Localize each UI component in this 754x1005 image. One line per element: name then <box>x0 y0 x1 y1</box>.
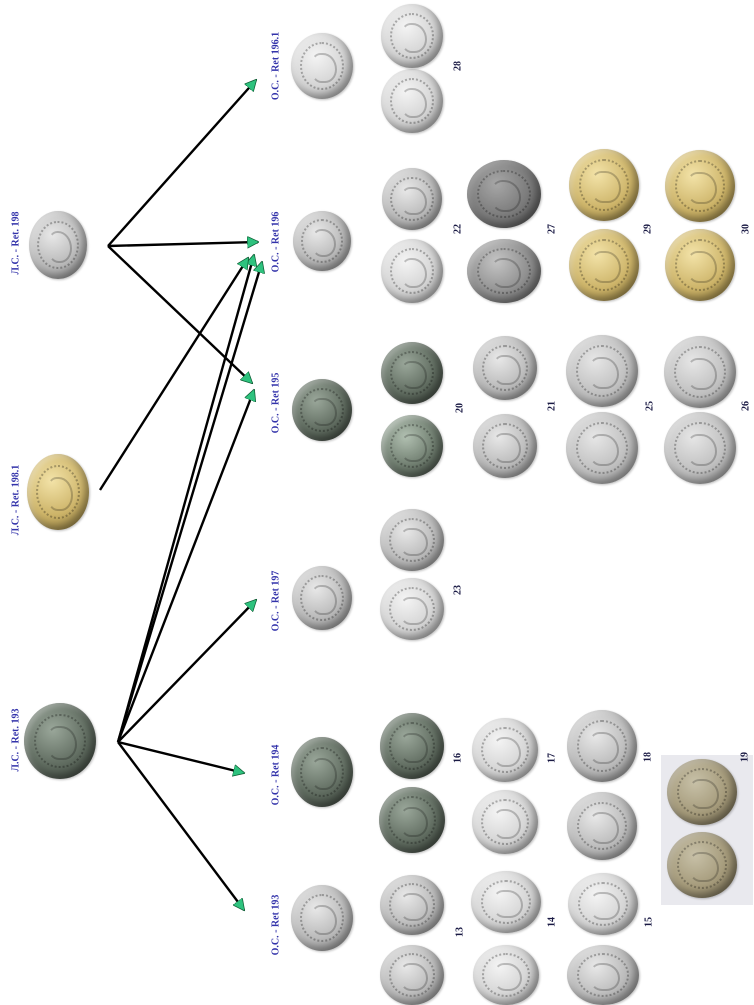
coin-13-b <box>380 875 444 935</box>
coin-number-30: 30 <box>740 224 752 234</box>
coin-27-b <box>467 160 541 228</box>
arrow-l198-o1961 <box>107 80 256 247</box>
coin-25-b <box>566 335 638 407</box>
coin-27-a <box>467 239 541 303</box>
coin-o195 <box>292 379 352 441</box>
coin-17-a <box>472 790 538 854</box>
coin-21-b <box>473 336 537 400</box>
coin-19-a <box>667 832 737 898</box>
coin-16-b <box>380 713 444 779</box>
coin-number-21: 21 <box>546 401 558 411</box>
coin-number-22: 22 <box>452 224 464 234</box>
coin-18-b <box>567 710 637 782</box>
die-label-o194: О.С. - Ret 194 <box>270 744 282 806</box>
coin-23-b <box>380 509 444 571</box>
die-label-o193: О.С. - Ret 193 <box>270 894 282 956</box>
coin-number-20: 20 <box>454 403 466 413</box>
coin-28-b <box>381 4 443 68</box>
coin-o194 <box>291 737 353 807</box>
arrow-l198-o196 <box>107 242 258 246</box>
arrow-l193-o196a <box>116 255 254 743</box>
coin-number-28: 28 <box>452 61 464 71</box>
coin-o196 <box>293 211 351 271</box>
coin-26-b <box>664 336 736 408</box>
coin-number-14: 14 <box>546 917 558 927</box>
arrow-l193-o196b <box>116 262 262 743</box>
coin-o193 <box>291 885 353 951</box>
coin-22-a <box>381 239 443 303</box>
coin-number-17: 17 <box>546 753 558 763</box>
coin-l198 <box>29 211 87 279</box>
die-label-l193: Л.С. - Ret. 193 <box>10 708 22 772</box>
coin-number-29: 29 <box>642 224 654 234</box>
coin-number-25: 25 <box>644 401 656 411</box>
coin-14-b <box>471 871 541 933</box>
coin-o197 <box>292 566 352 630</box>
die-label-o197: О.С. - Ret 197 <box>270 570 282 632</box>
coin-number-26: 26 <box>740 401 752 411</box>
coin-14-a <box>473 945 539 1005</box>
coin-17-b <box>472 718 538 782</box>
arrow-l193-o193 <box>117 741 244 910</box>
coin-23-a <box>380 578 444 640</box>
coin-29-b <box>569 149 639 221</box>
coin-number-27: 27 <box>546 224 558 234</box>
die-label-o195: О.С. - Ret 195 <box>270 372 282 434</box>
coin-21-a <box>473 414 537 478</box>
coin-number-13: 13 <box>454 927 466 937</box>
coin-15-a <box>567 945 639 1005</box>
arrow-l1981-o196 <box>98 258 248 491</box>
coin-19-b <box>667 759 737 825</box>
coin-28-a <box>381 69 443 133</box>
coin-30-a <box>665 229 735 301</box>
coin-number-15: 15 <box>643 917 655 927</box>
die-label-l1981: Л.С. - Ret. 198.1 <box>10 464 22 536</box>
arrow-l193-o195 <box>116 390 254 743</box>
coin-18-a <box>567 792 637 860</box>
arrow-l193-o194 <box>117 740 244 773</box>
coin-l193 <box>24 703 96 779</box>
coin-13-a <box>380 945 444 1005</box>
coin-30-b <box>665 150 735 222</box>
coin-l1981 <box>27 454 89 530</box>
coin-20-a <box>381 415 443 477</box>
die-label-o1961: О.С. - Ret 196.1 <box>270 31 282 101</box>
coin-22-b <box>382 168 442 230</box>
arrow-l198-o195 <box>107 245 252 383</box>
coin-number-19: 19 <box>739 752 751 762</box>
coin-number-18: 18 <box>642 752 654 762</box>
coin-26-a <box>664 412 736 484</box>
coin-20-b <box>381 342 443 404</box>
coin-16-a <box>379 787 445 853</box>
coin-number-23: 23 <box>452 585 464 595</box>
coin-o1961 <box>291 33 353 99</box>
die-label-l198: Л.С. - Ret. 198 <box>10 211 22 275</box>
coin-25-a <box>566 412 638 484</box>
die-label-o196: О.С. - Ret 196 <box>270 211 282 273</box>
coin-number-16: 16 <box>452 753 464 763</box>
arrow-l193-o197 <box>117 600 256 743</box>
coin-29-a <box>569 229 639 301</box>
coin-15-b <box>568 873 638 935</box>
